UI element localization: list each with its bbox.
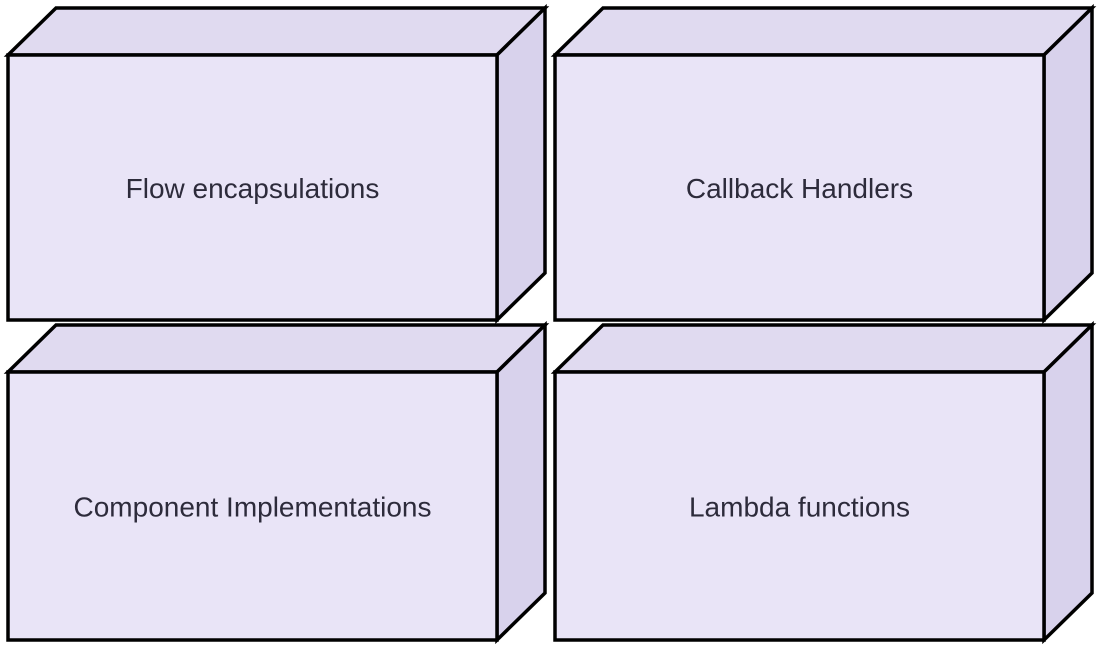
node-side-face: [1042, 320, 1094, 645]
node-label-lambda-functions: Lambda functions: [689, 492, 910, 523]
diagram-node-callback-handlers: Callback Handlers: [550, 3, 1097, 325]
node-label-flow-encapsulations: Flow encapsulations: [126, 173, 380, 204]
node-front-face: [553, 370, 1046, 642]
node-top-face: [3, 323, 550, 374]
node-side-face: [495, 3, 547, 325]
node-front-face: [6, 370, 499, 642]
node-top-face: [550, 6, 1097, 57]
node-side-face: [1042, 3, 1094, 325]
diagram-node-component-implementations: Component Implementations: [3, 320, 550, 645]
node-front-face: [553, 53, 1046, 322]
diagram-node-flow-encapsulations: Flow encapsulations: [3, 3, 550, 325]
node-front-face: [6, 53, 499, 322]
diagram-node-lambda-functions: Lambda functions: [550, 320, 1097, 645]
node-top-face: [3, 6, 550, 57]
node-label-callback-handlers: Callback Handlers: [686, 173, 913, 204]
node-top-face: [550, 323, 1097, 374]
node-label-component-implementations: Component Implementations: [74, 492, 432, 523]
node-side-face: [495, 320, 547, 645]
